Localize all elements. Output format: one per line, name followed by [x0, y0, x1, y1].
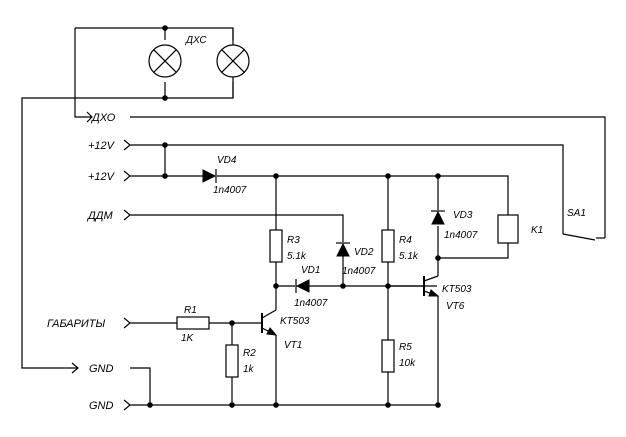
terminal-arrow-12v-b [123, 170, 131, 182]
terminal-arrow-gnd-a [71, 362, 79, 374]
terminal-label-gnd-a: GND [89, 363, 114, 375]
transistor-vt1-ref: VT1 [284, 340, 302, 351]
resistor-r1: R1 1K [176, 305, 210, 344]
resistor-r1-value: 1K [181, 333, 195, 344]
resistor-icon [176, 316, 210, 330]
lamp-icon [216, 44, 250, 78]
resistor-r3: R3 5.1k [269, 229, 307, 263]
resistor-icon [381, 339, 395, 373]
lamp-icon [148, 44, 182, 78]
wires [21, 27, 606, 406]
transistor-vt1-part: KT503 [280, 316, 310, 327]
diode-vd2: VD2 1n4007 [336, 242, 376, 277]
switch-contact-icon [562, 233, 596, 241]
resistor-r5: R5 10k [381, 339, 416, 373]
resistor-r4-ref: R4 [399, 235, 412, 246]
resistor-icon [269, 229, 283, 263]
diode-vd1-part: 1n4007 [294, 298, 328, 309]
resistor-r5-value: 10k [399, 358, 416, 369]
switch-sa1-ref: SA1 [567, 208, 586, 219]
terminal-label-gabarity: ГАБАРИТЫ [47, 318, 106, 330]
diode-vd1-ref: VD1 [301, 265, 320, 276]
terminal-arrow-12v-a [123, 139, 131, 151]
resistor-r2-value: 1k [243, 364, 255, 375]
terminal-arrow-gabarity [123, 317, 131, 329]
resistor-r2-ref: R2 [243, 348, 256, 359]
relay-k1-ref: K1 [531, 225, 543, 236]
resistor-r3-ref: R3 [287, 235, 300, 246]
resistor-icon [381, 229, 395, 263]
diode-vd2-part: 1n4007 [342, 266, 376, 277]
resistor-r5-ref: R5 [399, 342, 412, 353]
terminal-label-12v-a: +12V [88, 140, 116, 152]
diode-vd4-part: 1n4007 [213, 185, 247, 196]
resistor-r4: R4 5.1k [381, 229, 419, 263]
terminal-label-gnd-b: GND [89, 400, 114, 412]
junctions [147, 25, 441, 408]
diode-vd4: VD4 1n4007 [202, 155, 247, 196]
resistor-r2: R2 1k [225, 344, 256, 378]
terminal-label-12v-b: +12V [88, 171, 116, 183]
terminal-label-dho: ДХО [90, 112, 116, 124]
diode-icon [295, 279, 310, 293]
diode-vd3-part: 1n4007 [444, 230, 478, 241]
diode-vd2-ref: VD2 [354, 247, 374, 258]
transistor-vt1: KT503 VT1 [261, 309, 310, 351]
lamp-ref: ДХС [185, 35, 207, 46]
terminal-arrow-gnd-b [123, 399, 131, 411]
terminal-label-ddm: ДДМ [86, 210, 113, 222]
diode-vd1: VD1 1n4007 [294, 265, 328, 309]
npn-transistor-icon [388, 275, 440, 297]
relay-k1: K1 [497, 214, 543, 244]
diode-icon [336, 242, 350, 257]
resistor-icon [225, 344, 239, 378]
diode-icon [431, 210, 445, 225]
terminals: ДХО +12V +12V ДДМ ГАБАРИТЫ GND GND [47, 111, 131, 412]
transistor-vt6-part: KT503 [442, 284, 472, 295]
terminal-arrow-dho [80, 111, 93, 123]
resistor-r1-ref: R1 [184, 305, 197, 316]
diode-icon [202, 169, 217, 183]
resistor-r4-value: 5.1k [399, 251, 419, 262]
terminal-arrow-ddm [123, 209, 131, 221]
transistor-vt6: KT503 VT6 [388, 275, 472, 312]
switch-sa1: SA1 [562, 208, 596, 241]
resistor-r3-value: 5.1k [287, 251, 307, 262]
diode-vd3-ref: VD3 [453, 210, 473, 221]
diode-vd4-ref: VD4 [217, 155, 237, 166]
transistor-vt6-ref: VT6 [446, 301, 465, 312]
relay-coil-icon [497, 214, 519, 244]
npn-transistor-icon [261, 309, 278, 336]
diode-vd3: VD3 1n4007 [431, 210, 478, 241]
lamp-dhs: ДХС [148, 35, 250, 78]
